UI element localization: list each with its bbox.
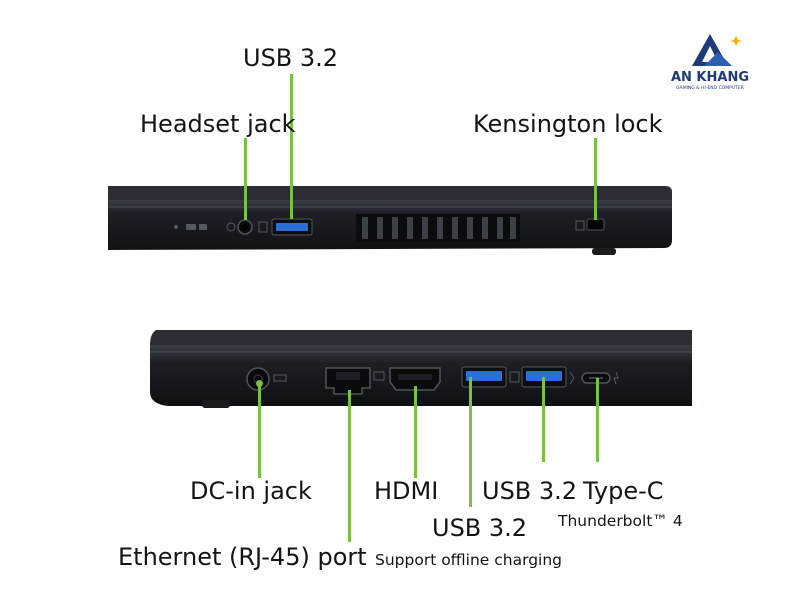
usb-port-charging — [461, 366, 520, 388]
cooling-vents — [356, 214, 520, 242]
label-thunderbolt: Thunderbolt™ 4 — [558, 512, 683, 530]
laptop-left-side-view — [108, 186, 672, 255]
label-headset-jack: Headset jack — [140, 110, 296, 138]
label-hdmi: HDMI — [374, 477, 439, 505]
label-offline-charging: Support offline charging — [375, 551, 563, 569]
hdmi-port — [389, 367, 441, 391]
leader-usb-top — [290, 74, 293, 219]
label-usb-top: USB 3.2 — [243, 44, 339, 72]
laptop-right-side-view — [150, 330, 692, 408]
label-usb-charging: USB 3.2 — [432, 514, 528, 542]
ethernet-port — [325, 367, 385, 395]
label-ethernet-port: Ethernet (RJ-45) port — [118, 543, 367, 571]
label-type-c: Type-C — [583, 477, 664, 505]
logo-name: AN KHANG — [670, 70, 750, 85]
usb-port-right — [521, 366, 575, 388]
status-led-icons — [174, 224, 207, 230]
label-kensington-lock: Kensington lock — [473, 110, 663, 138]
leader-ethernet — [348, 390, 351, 542]
headset-jack-port — [226, 219, 253, 235]
leader-dc-in — [256, 380, 263, 478]
leader-usb-right — [542, 377, 545, 462]
usb-port-top — [258, 218, 313, 236]
leader-hdmi — [414, 386, 417, 478]
an-khang-logo: AN KHANG GAMING & HI-END COMPUTER — [660, 30, 770, 100]
logo-tagline: GAMING & HI-END COMPUTER — [676, 86, 744, 91]
leader-kensington — [594, 138, 597, 220]
label-dc-in-jack: DC-in jack — [190, 477, 312, 505]
label-usb-right: USB 3.2 — [482, 477, 578, 505]
leader-type-c — [596, 378, 599, 462]
leader-usb-charging — [469, 377, 472, 507]
logo-mark-icon — [692, 34, 742, 66]
leader-headset — [244, 138, 247, 220]
